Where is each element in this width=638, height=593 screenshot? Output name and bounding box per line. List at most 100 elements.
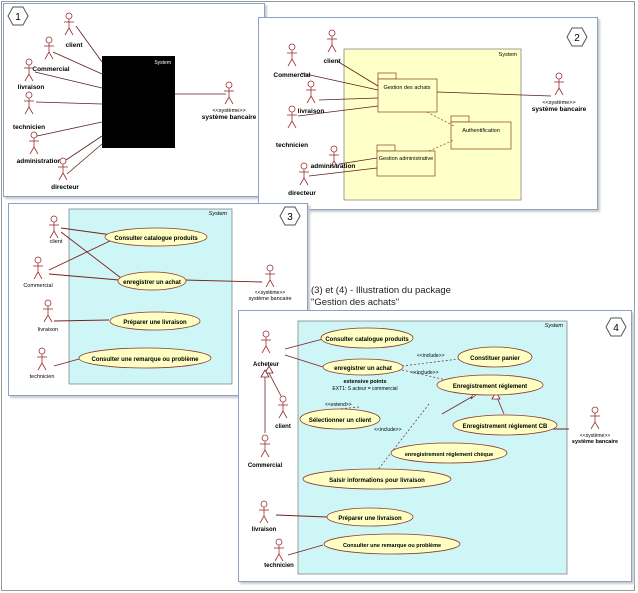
- panel-2: 2 System Gestion des achats Authentifica…: [258, 17, 598, 210]
- actor-directeur: directeur: [51, 157, 79, 191]
- actor-commercial: Commercial: [32, 36, 70, 73]
- panel-number-badge: 1: [7, 6, 29, 26]
- actor-livraison: livraison: [298, 80, 325, 115]
- actor-administration: administration: [311, 145, 356, 170]
- usecase-label: Préparer une livraison: [123, 320, 187, 326]
- panel-number-badge: 3: [279, 206, 301, 226]
- usecase-consulter-remarque: Consulter une remarque ou problème: [78, 347, 212, 369]
- usecase-label: Préparer une livraison: [338, 516, 402, 522]
- actor-label: Commercial: [32, 66, 69, 73]
- actor-directeur: directeur: [288, 162, 316, 197]
- actor-systeme-bancaire: <<système>> système bancaire: [532, 72, 587, 113]
- usecase-consulter-remarque: Consulter une remarque ou problème: [323, 533, 461, 555]
- actor-livraison: livraison: [18, 58, 45, 91]
- actor-label: système bancaire: [248, 296, 291, 302]
- panel-number: 1: [15, 12, 21, 23]
- actor-client: client: [275, 395, 291, 430]
- actor-acheteur: Acheteur: [253, 330, 280, 368]
- actor-label: livraison: [252, 527, 277, 533]
- actor-systeme-bancaire: <<système>> système bancaire: [248, 264, 292, 302]
- panel-2-diagram: 2 System Gestion des achats Authentifica…: [273, 27, 588, 201]
- actor-label: client: [275, 424, 291, 430]
- actor-label: livraison: [298, 108, 325, 115]
- associations: [48, 227, 263, 367]
- actor-label: système bancaire: [532, 106, 587, 113]
- extend-label: <<extend>>: [325, 402, 352, 408]
- usecase-reglement-cb: Enregistrement réglement CB: [452, 414, 558, 436]
- actor-technicien: technicien: [264, 538, 294, 569]
- usecase-consulter-catalogue: Consulter catalogue produits: [320, 327, 414, 349]
- actor-label: technicien: [276, 142, 308, 149]
- system-black-box: [102, 56, 175, 148]
- actor-stereotype: <<système>>: [580, 433, 610, 439]
- panel-1: 1 System clie: [3, 3, 265, 197]
- usecase-label: enregistrer un achat: [123, 280, 181, 286]
- actor-stereotype: <<système>>: [542, 100, 575, 106]
- panel-3-diagram: 3 System Consulter catalogue produits: [23, 206, 301, 385]
- actor-label: système bancaire: [202, 114, 257, 121]
- actor-technicien: technicien: [30, 347, 54, 380]
- panel-number: 4: [613, 323, 619, 334]
- actor-label: technicien: [264, 563, 294, 569]
- usecase-label: Saisir informations pour livraison: [329, 478, 425, 484]
- actor-label: administration: [17, 158, 62, 165]
- actor-label: livraison: [18, 84, 45, 91]
- actor-administration: administration: [17, 131, 62, 165]
- panel-1-diagram: 1 System clie: [7, 6, 257, 191]
- caption-line-1: (3) et (4) - Illustration du package: [311, 285, 451, 296]
- actor-label: client: [66, 42, 84, 49]
- actor-label: Commercial: [248, 463, 283, 469]
- actor-client: client: [64, 12, 84, 49]
- figure-caption: (3) et (4) - Illustration du package "Ge…: [311, 285, 451, 309]
- usecase-selectionner-client: Sélectionner un client: [299, 408, 381, 430]
- actor-commercial: Commercial: [23, 256, 53, 289]
- include-label: <<include>>: [417, 353, 445, 359]
- usecase-label: Enregistrement réglement: [453, 384, 527, 390]
- actor-stereotype: <<système>>: [212, 108, 245, 114]
- actor-label: client: [50, 239, 63, 245]
- actor-systeme-bancaire: <<système>> système bancaire: [572, 406, 618, 445]
- usecase-label: Sélectionner un client: [309, 418, 371, 424]
- actor-client: client: [324, 29, 341, 65]
- extension-points-title: extensive points: [343, 379, 386, 385]
- usecase-label: Enregistrement réglement CB: [463, 424, 548, 430]
- usecase-reglement-cheque: enregistrement réglement chèque: [390, 442, 508, 464]
- actor-label: administration: [311, 163, 356, 170]
- package-label: Gestion des achats: [383, 85, 430, 91]
- actor-label: Commercial: [23, 283, 52, 289]
- actor-systeme-bancaire: <<système>> système bancaire: [202, 81, 257, 121]
- caption-line-2: "Gestion des achats": [311, 297, 400, 308]
- actor-commercial: Commercial: [273, 43, 311, 79]
- panel-4: 4 System: [238, 310, 632, 582]
- usecase-label: Constituer panier: [470, 356, 520, 362]
- actor-livraison: livraison: [252, 500, 277, 533]
- panel-number: 2: [574, 33, 580, 44]
- usecase-label: enregistrement réglement chèque: [405, 452, 493, 458]
- system-label: System: [154, 60, 171, 66]
- usecase-saisir-informations-livraison: Saisir informations pour livraison: [302, 468, 452, 490]
- usecase-enregistrer-achat: enregistrer un achat: [322, 358, 404, 376]
- actor-label: Commercial: [273, 72, 310, 79]
- usecase-preparer-livraison: Préparer une livraison: [326, 507, 414, 527]
- actor-technicien: technicien: [13, 91, 45, 131]
- package-gestion-achats: Gestion des achats: [377, 72, 438, 113]
- usecase-consulter-catalogue: Consulter catalogue produits: [104, 227, 208, 247]
- package-gestion-administrative: Gestion administrative: [376, 144, 436, 177]
- include-label: <<include>>: [411, 370, 439, 376]
- system-label: System: [209, 211, 228, 217]
- panel-number-badge: 4: [605, 317, 627, 337]
- usecase-preparer-livraison: Préparer une livraison: [109, 311, 201, 331]
- actor-commercial: Commercial: [248, 434, 283, 469]
- usecase-label: Consulter catalogue produits: [325, 337, 409, 343]
- actor-label: directeur: [51, 184, 79, 191]
- usecase-label: Consulter une remarque ou problème: [343, 543, 441, 549]
- extension-point-item: EXT1: S acteur = commercial: [332, 386, 397, 392]
- actor-technicien: technicien: [276, 105, 308, 149]
- associations: [297, 60, 552, 177]
- usecase-enregistrer-achat: enregistrer un achat: [117, 271, 187, 291]
- actor-label: système bancaire: [572, 439, 618, 445]
- package-label: Authentification: [462, 128, 500, 134]
- package-dependencies: [426, 111, 455, 152]
- actor-label: technicien: [13, 124, 45, 131]
